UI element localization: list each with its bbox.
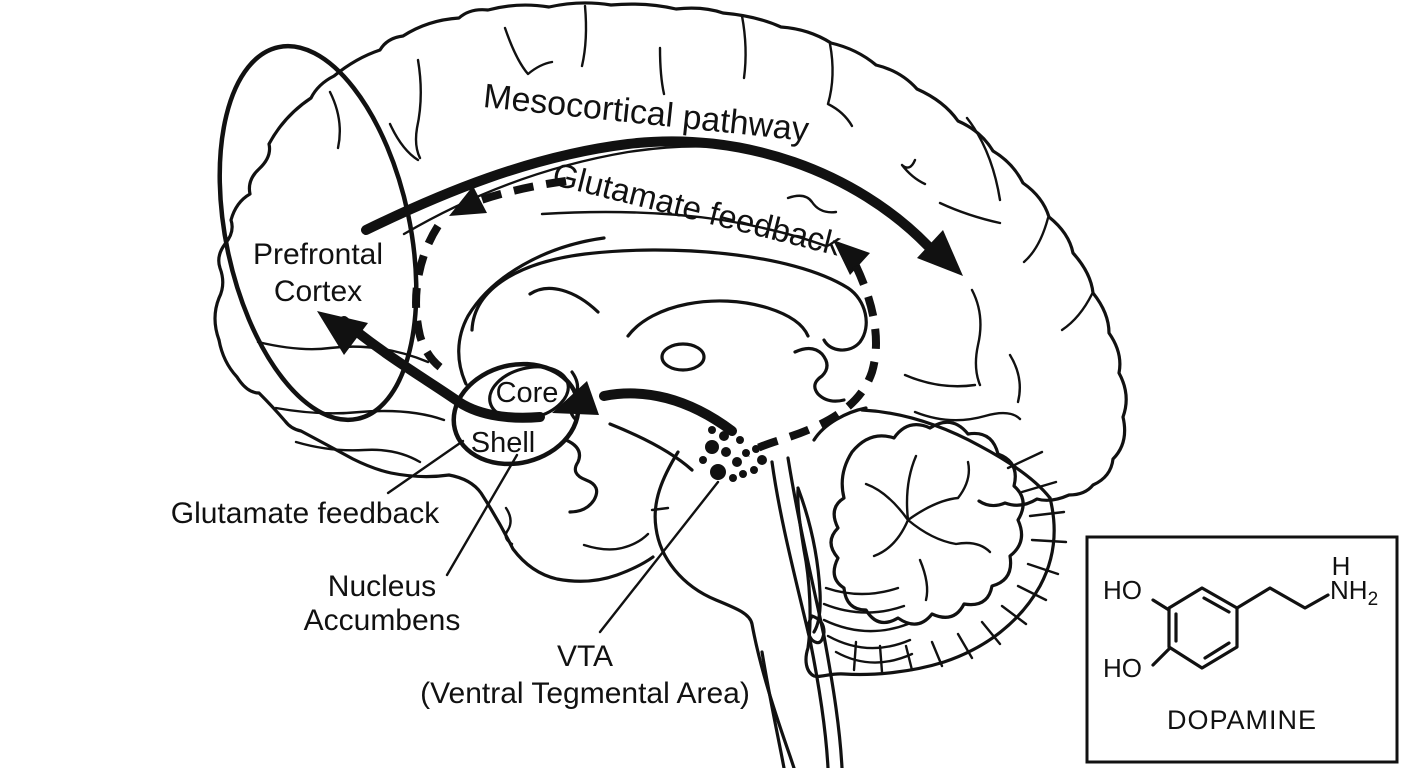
label-vta: VTA (Ventral Tegmental Area) (420, 640, 750, 710)
cerebellum-lobulated-mass (829, 420, 1025, 626)
vta-dot-cluster (699, 426, 767, 482)
double-bond-lower-right (1203, 641, 1231, 660)
label-shell: Shell (471, 427, 536, 459)
corpus-callosum (457, 236, 868, 422)
molecule-box-border (1085, 535, 1399, 764)
amine-h-label: H (1332, 551, 1351, 581)
hydroxyl-bond-top (1151, 598, 1171, 612)
svg-text:Prefrontal: Prefrontal (253, 238, 383, 271)
mesocortical-arrowhead (917, 230, 963, 276)
dashed-arrowhead-right (833, 240, 870, 275)
svg-text:Accumbens: Accumbens (304, 604, 461, 637)
thalamic-adhesion-oval (660, 342, 706, 372)
svg-text:Nucleus: Nucleus (328, 570, 436, 603)
colliculus-squiggle (793, 346, 846, 403)
prefrontal-arrowhead (317, 311, 368, 355)
ethylamine-chain (1235, 586, 1330, 610)
hydroxyl-bottom-label: HO (1103, 653, 1142, 683)
hydroxyl-top-label: HO (1103, 575, 1142, 605)
accumbens-to-prefrontal-arrow (317, 311, 545, 423)
hydroxyl-bond-bottom (1151, 647, 1171, 667)
double-bond-upper-right (1202, 596, 1231, 614)
dashed-arrowhead-left (449, 186, 487, 216)
vta-to-accumbens-arrow (552, 381, 737, 436)
label-nucleus-accumbens: Nucleus Accumbens (304, 570, 461, 637)
leader-nucleus-accumbens (445, 453, 519, 577)
glutamate-feedback-dashed-arrow (412, 177, 881, 458)
label-prefrontal-cortex: Prefrontal Cortex (253, 238, 383, 308)
dopamine-molecule-box: HO HO H NH2 DOPAMINE (1085, 535, 1399, 764)
accumbens-core-arrowhead (552, 381, 599, 415)
label-glutamate-feedback-left: Glutamate feedback (171, 497, 440, 530)
label-core: Core (496, 377, 559, 409)
molecule-name-label: DOPAMINE (1167, 705, 1317, 735)
leader-glutamate-left (386, 439, 465, 495)
cerebellum-nested-arcs (822, 586, 914, 664)
cortical-sulci (256, 4, 1094, 551)
label-leader-lines (386, 439, 720, 634)
svg-text:Cortex: Cortex (274, 275, 362, 308)
mesocortical-arrow (361, 136, 963, 276)
svg-text:(Ventral Tegmental Area): (Ventral Tegmental Area) (420, 677, 750, 710)
amine-nh2-label: NH2 (1330, 575, 1378, 610)
brainstem (564, 422, 844, 768)
svg-text:VTA: VTA (557, 640, 613, 673)
cerebrum-outline (213, 1, 1128, 583)
leader-vta (598, 480, 720, 634)
cerebellum-folia-stripes (852, 450, 1068, 674)
cerebellum (796, 406, 1068, 679)
label-glutamate-feedback-top: Glutamate feedback (549, 155, 845, 262)
cerebellum-inner-branches (864, 454, 992, 602)
